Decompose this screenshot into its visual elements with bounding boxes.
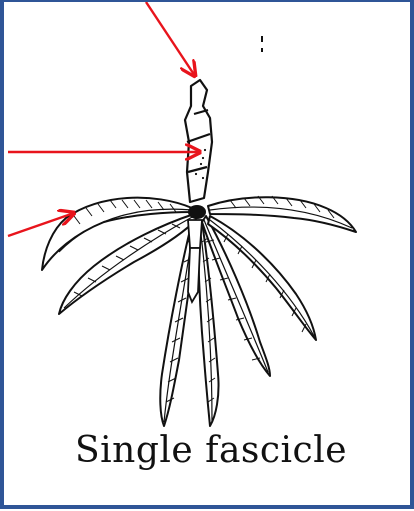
arrow-tip	[146, 2, 195, 76]
central-shoot	[185, 80, 212, 202]
needle-right-upper	[208, 197, 356, 232]
figure-caption: Single fascicle	[4, 430, 414, 471]
